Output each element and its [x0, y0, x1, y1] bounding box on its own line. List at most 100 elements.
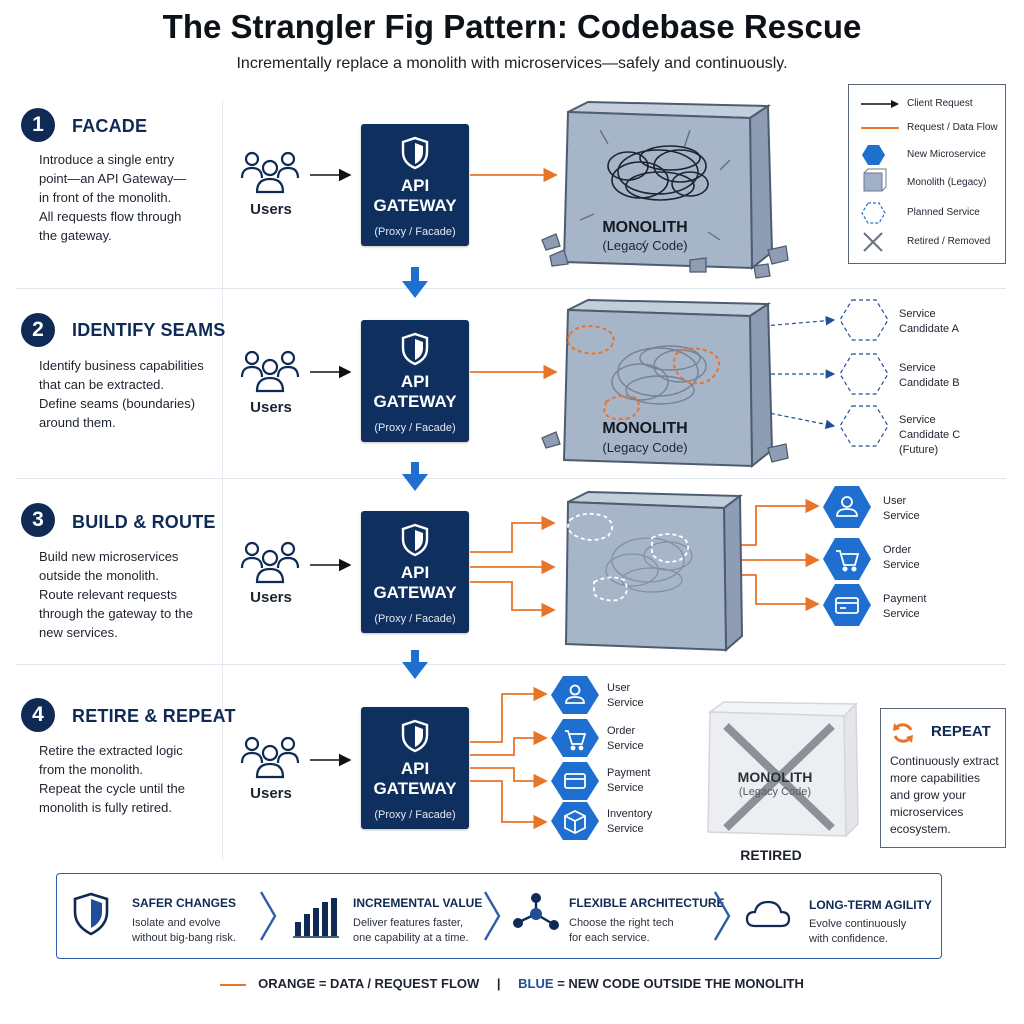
card-icon [564, 773, 586, 789]
footer-legend: ORANGE = DATA / REQUEST FLOW | BLUE = NE… [0, 976, 1024, 991]
blue-hexagon-icon [862, 145, 885, 165]
section-divider [16, 478, 1006, 479]
cart-icon [836, 550, 860, 572]
step-title: RETIRE & REPEAT [72, 706, 236, 726]
gray-cube-icon [863, 168, 887, 192]
shield-icon [401, 523, 429, 557]
x-icon [723, 723, 835, 831]
dashed-hexagon-icon [839, 299, 889, 341]
legend: Client Request Request / Data Flow New M… [848, 84, 1006, 264]
monolith-sublabel: (Legacy Code) [738, 786, 812, 798]
orange-line-icon [220, 983, 247, 986]
legend-new-microservice: New Microservice [907, 149, 986, 160]
monolith-block [541, 100, 789, 279]
users-icon [240, 151, 300, 194]
retired-label: RETIRED [740, 847, 802, 863]
monolith-sublabel: (Legacy Code) [602, 440, 688, 455]
dashed-hexagon-icon [861, 202, 886, 224]
users-icon [240, 736, 300, 779]
card-icon [835, 597, 859, 614]
users-label: Users [250, 201, 292, 218]
shield-icon [401, 136, 429, 170]
cloud-icon [745, 900, 791, 928]
user-icon [565, 684, 585, 704]
step-title: BUILD & ROUTE [72, 512, 216, 532]
planned-service-arrows [763, 315, 836, 430]
legend-retired: Retired / Removed [907, 236, 991, 247]
monolith-block [541, 298, 789, 469]
step-number: 1 [21, 108, 55, 142]
benefit-title: SAFER CHANGES [132, 896, 237, 910]
step-number: 2 [21, 313, 55, 347]
benefit-title: FLEXIBLE ARCHITECTURE [569, 896, 725, 910]
users-icon [240, 541, 300, 584]
page-title: The Strangler Fig Pattern: Codebase Resc… [162, 8, 862, 45]
benefit-title: LONG-TERM AGILITY [809, 898, 932, 912]
black-arrow-icon [861, 100, 899, 108]
legend-planned-service: Planned Service [907, 207, 980, 218]
monolith-label: MONOLITH [602, 219, 688, 236]
client-request-arrows [310, 168, 352, 767]
retired-monolith [707, 701, 859, 838]
user-icon [836, 496, 858, 517]
legend-data-flow: Request / Data Flow [907, 122, 998, 133]
section-divider [16, 664, 1006, 665]
step-number: 3 [21, 503, 55, 537]
network-icon [513, 893, 559, 930]
planned-service-hexagons [839, 299, 889, 447]
benefit-description: Deliver features faster,one capability a… [353, 917, 469, 944]
legend-monolith: Monolith (Legacy) [907, 177, 987, 188]
new-microservices [823, 486, 871, 626]
shield-icon [73, 892, 109, 936]
box-icon [564, 809, 586, 835]
users-icon [240, 350, 300, 393]
chevron-right-icon [483, 891, 501, 941]
step-title: FACADE [72, 116, 148, 136]
users-label: Users [250, 589, 292, 606]
users-label: Users [250, 785, 292, 802]
down-arrow-icon [402, 267, 428, 679]
dashed-hexagon-icon [839, 405, 889, 447]
legend-client-request: Client Request [907, 98, 973, 109]
chevron-right-icon [259, 891, 277, 941]
monolith-sublabel: (Legacy Code) [602, 238, 688, 253]
dashed-hexagon-icon [839, 353, 889, 395]
legend-icons [861, 100, 899, 252]
chevron-right-icon [713, 891, 731, 941]
new-microservices [551, 676, 599, 840]
monolith-label: MONOLITH [737, 769, 813, 785]
users-label: Users [250, 399, 292, 416]
page-subtitle: Incrementally replace a monolith with mi… [236, 55, 788, 72]
data-flow-arrows [470, 167, 820, 830]
section-divider [16, 288, 1006, 289]
x-icon [863, 232, 883, 252]
shield-icon [401, 332, 429, 366]
column-divider [222, 100, 223, 860]
cart-icon [565, 730, 587, 751]
